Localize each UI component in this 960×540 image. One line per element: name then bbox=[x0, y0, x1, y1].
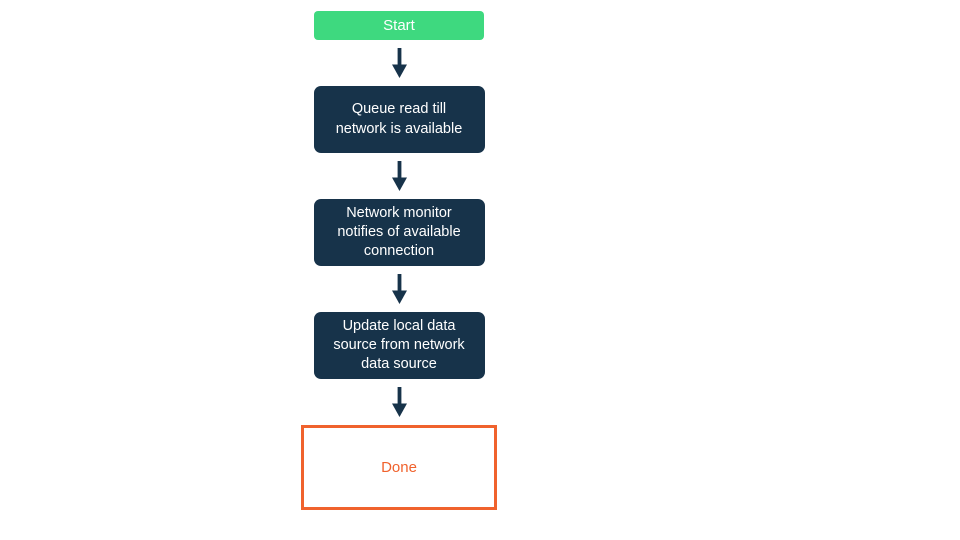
flowchart-node-queue-read: Queue read till network is available bbox=[313, 86, 485, 153]
arrow-down-icon bbox=[391, 161, 407, 191]
arrow-down-icon bbox=[391, 274, 407, 304]
node-network-monitor-label: Network monitor notifies of available co… bbox=[337, 204, 461, 260]
flowchart: Start Queue read till network is availab… bbox=[300, 11, 498, 510]
node-queue-read-label: Queue read till network is available bbox=[335, 101, 463, 137]
node-done-label: Done bbox=[381, 459, 417, 476]
node-start-label: Start bbox=[383, 17, 415, 34]
arrow-down-icon bbox=[391, 48, 407, 78]
flowchart-node-network-monitor: Network monitor notifies of available co… bbox=[313, 199, 485, 266]
flowchart-node-start: Start bbox=[314, 11, 484, 40]
flowchart-node-update-local-data: Update local data source from network da… bbox=[313, 312, 485, 379]
node-update-local-data-label: Update local data source from network da… bbox=[333, 317, 465, 373]
arrow-down-icon bbox=[391, 387, 407, 417]
flowchart-node-done: Done bbox=[301, 425, 497, 510]
